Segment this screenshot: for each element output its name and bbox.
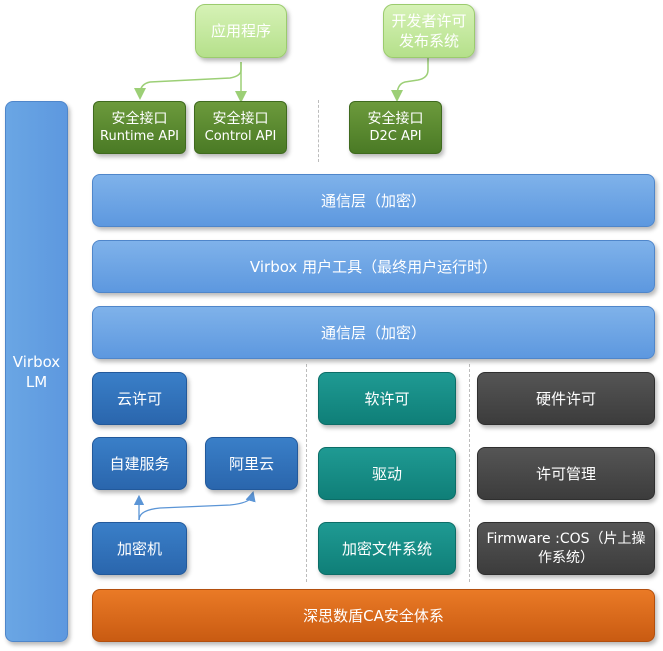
hard-license-label: 硬件许可 (535, 389, 596, 408)
separator-left (306, 364, 307, 582)
virbox-lm-label-2: LM (25, 372, 48, 391)
crypto-machine-box: 加密机 (92, 522, 187, 575)
soft-license-label: 软许可 (364, 389, 410, 408)
interface-label: 安全接口 (212, 110, 269, 127)
firmware-label-2: 作系统） (538, 549, 594, 566)
interface-label: 安全接口 (367, 110, 424, 127)
virbox-lm-label-1: Virbox (12, 352, 61, 371)
interface-label: 安全接口 (111, 110, 168, 127)
soft-license-box: 软许可 (318, 372, 456, 425)
user-tool-label: Virbox 用户工具（最终用户运行时） (249, 257, 498, 276)
self-service-label: 自建服务 (109, 454, 170, 473)
interface-api-name: Control API (204, 128, 277, 144)
app-program-box: 应用程序 (195, 4, 287, 58)
control-api-box: 安全接口 Control API (194, 101, 287, 154)
driver-label: 驱动 (371, 464, 402, 483)
app-program-label: 应用程序 (210, 22, 271, 40)
cloud-license-box: 云许可 (92, 372, 187, 425)
dev-license-label-1: 开发者许可 (391, 12, 467, 30)
dev-license-label-2: 发布系统 (398, 32, 459, 50)
arrow-app-to-runtime (134, 62, 242, 100)
ca-security-foundation: 深思数盾CA安全体系 (92, 589, 655, 642)
dev-license-system-box: 开发者许可 发布系统 (383, 4, 475, 58)
encrypted-fs-box: 加密文件系统 (318, 522, 456, 575)
license-mgmt-label: 许可管理 (535, 464, 596, 483)
aliyun-box: 阿里云 (205, 437, 298, 490)
comm-layer-bottom-label: 通信层（加密） (320, 323, 426, 342)
license-mgmt-box: 许可管理 (477, 447, 655, 500)
self-service-box: 自建服务 (92, 437, 187, 490)
interface-api-name: Runtime API (100, 128, 179, 144)
encrypted-fs-label: 加密文件系统 (341, 539, 432, 558)
d2c-api-box: 安全接口 D2C API (349, 101, 442, 154)
arrow-crypto-to-aliyun (138, 491, 256, 521)
cloud-license-label: 云许可 (116, 389, 162, 408)
crypto-machine-label: 加密机 (116, 539, 162, 558)
comm-layer-bottom: 通信层（加密） (92, 306, 655, 359)
user-tool-layer: Virbox 用户工具（最终用户运行时） (92, 240, 655, 293)
separator-right (469, 364, 470, 582)
arrow-dev-to-d2c (391, 58, 429, 102)
aliyun-label: 阿里云 (228, 454, 274, 473)
virbox-lm-column: Virbox LM (5, 101, 68, 642)
comm-layer-top: 通信层（加密） (92, 174, 655, 227)
hard-license-box: 硬件许可 (477, 372, 655, 425)
ca-security-label: 深思数盾CA安全体系 (303, 606, 444, 625)
driver-box: 驱动 (318, 447, 456, 500)
firmware-box: Firmware :COS（片上操 作系统） (477, 522, 655, 575)
interface-api-name: D2C API (369, 128, 422, 144)
runtime-api-box: 安全接口 Runtime API (93, 101, 186, 154)
firmware-label-1: Firmware :COS（片上操 (486, 530, 646, 547)
separator-top (318, 100, 319, 162)
comm-layer-top-label: 通信层（加密） (320, 191, 426, 210)
